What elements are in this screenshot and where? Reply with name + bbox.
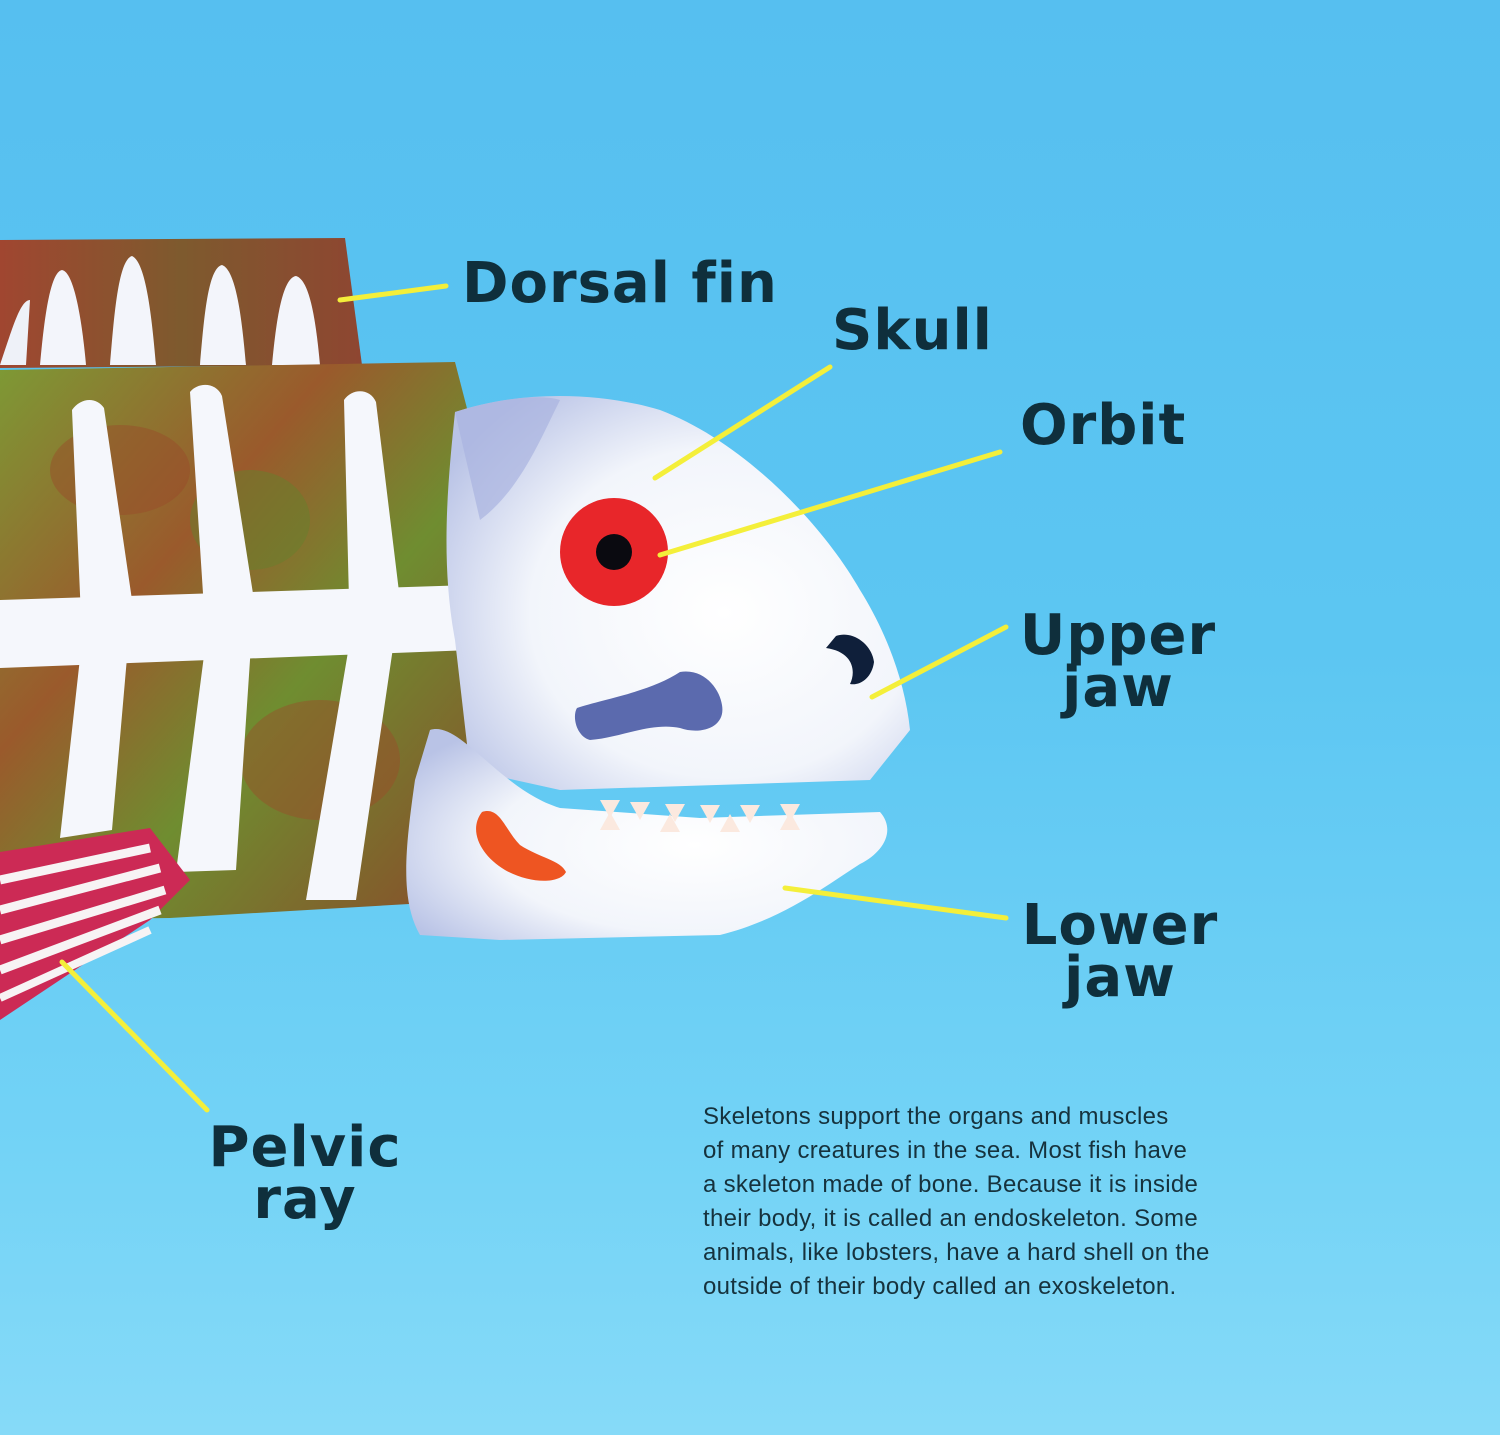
label-upper-jaw-line2: jaw <box>1062 655 1174 720</box>
label-lower-jaw-line1: Lower <box>1021 893 1219 958</box>
label-pelvic-ray-line1: Pelvic <box>208 1115 402 1180</box>
skull-bone <box>446 396 910 790</box>
pelvic-fin <box>0 828 190 1020</box>
label-skull: Skull <box>832 298 993 363</box>
leader-lines <box>59 283 1009 1113</box>
orbit-eye <box>560 498 668 606</box>
leader-line-orbit <box>657 449 1003 558</box>
label-dorsal-fin: Dorsal fin <box>462 251 778 316</box>
leader-line-upper-jaw <box>869 624 1009 700</box>
dorsal-fin <box>0 238 362 368</box>
label-pelvic-ray: Pelvic ray <box>200 1115 410 1232</box>
label-pelvic-ray-line2: ray <box>253 1167 357 1232</box>
description-paragraph: Skeletons support the organs and muscles… <box>703 1103 1210 1300</box>
spine-and-ribs <box>0 384 472 900</box>
label-lower-jaw-line2: jaw <box>1064 945 1176 1010</box>
leader-line-skull <box>652 364 833 481</box>
label-orbit: Orbit <box>1020 393 1187 458</box>
leader-line-pelvic-ray <box>59 959 210 1113</box>
leader-line-lower-jaw <box>782 885 1009 921</box>
lower-jaw-bone <box>406 729 888 940</box>
label-upper-jaw-line1: Upper <box>1019 603 1217 668</box>
label-upper-jaw: Upper jaw <box>1018 603 1218 720</box>
leader-line-dorsal-fin <box>337 283 449 303</box>
label-lower-jaw: Lower jaw <box>1020 893 1220 1010</box>
